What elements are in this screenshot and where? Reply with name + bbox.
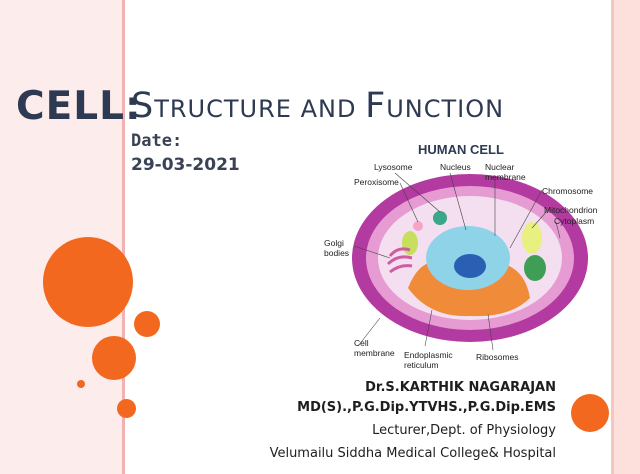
label-peroxisome: Peroxisome: [354, 177, 399, 187]
right-decor-band: [614, 0, 640, 474]
label-cell-membrane-1: Cell: [354, 338, 369, 348]
label-er-2: reticulum: [404, 360, 438, 370]
human-cell-diagram: HUMAN CELL Lysosome Nucleus Nuclear memb…: [324, 142, 598, 370]
golgi-shape: [386, 247, 413, 274]
right-decor-stripe: [611, 0, 614, 474]
decor-circle-small: [134, 311, 160, 337]
nucleolus-shape: [454, 254, 486, 278]
date-value: 29-03-2021: [131, 155, 240, 175]
mitochondrion-shape: [522, 222, 542, 254]
label-chromosome: Chromosome: [542, 186, 593, 196]
peroxisome-shape: [413, 221, 423, 231]
label-nucleus: Nucleus: [440, 162, 471, 172]
label-lysosome: Lysosome: [374, 162, 413, 172]
title-cell: CELL:: [16, 84, 142, 129]
mitochondrion-shape-2: [402, 231, 418, 255]
label-cytoplasm: Cytoplasm: [554, 216, 594, 226]
label-cell-membrane-2: membrane: [354, 348, 395, 358]
author-institution: Velumailu Siddha Medical College& Hospit…: [269, 446, 556, 461]
title-structure-rest: TRUCTURE AND: [154, 95, 366, 123]
decor-circle-large: [43, 237, 133, 327]
label-nuclear-membrane-1: Nuclear: [485, 162, 514, 172]
author-degrees: MD(S).,P.G.Dip.YTVHS.,P.G.Dip.EMS: [297, 400, 556, 415]
label-nuclear-membrane-2: membrane: [485, 172, 526, 182]
title-function-rest: UNCTION: [386, 95, 505, 123]
label-mitochondrion: Mitochondrion: [544, 205, 598, 215]
decor-circle-right: [571, 394, 609, 432]
author-position: Lecturer,Dept. of Physiology: [372, 423, 556, 438]
author-name: Dr.S.KARTHIK NAGARAJAN: [365, 380, 556, 395]
left-decor-band: [0, 0, 122, 474]
label-golgi-1: Golgi: [324, 238, 344, 248]
title-function-cap: F: [365, 86, 387, 126]
title-subtitle: STRUCTURE AND FUNCTION: [131, 86, 504, 126]
label-er-1: Endoplasmic: [404, 350, 453, 360]
label-golgi-2: bodies: [324, 248, 349, 258]
vacuole-shape: [524, 255, 546, 281]
decor-circle-mini: [117, 399, 136, 418]
label-ribosomes: Ribosomes: [476, 352, 519, 362]
diagram-heading: HUMAN CELL: [418, 142, 504, 157]
left-decor-stripe: [122, 0, 125, 474]
decor-circle-medium: [92, 336, 136, 380]
title-structure-cap: S: [131, 86, 155, 126]
decor-circle-tiny: [77, 380, 85, 388]
date-label: Date:: [131, 131, 183, 151]
leader-lines: [353, 172, 561, 351]
lysosome-shape: [433, 211, 447, 225]
